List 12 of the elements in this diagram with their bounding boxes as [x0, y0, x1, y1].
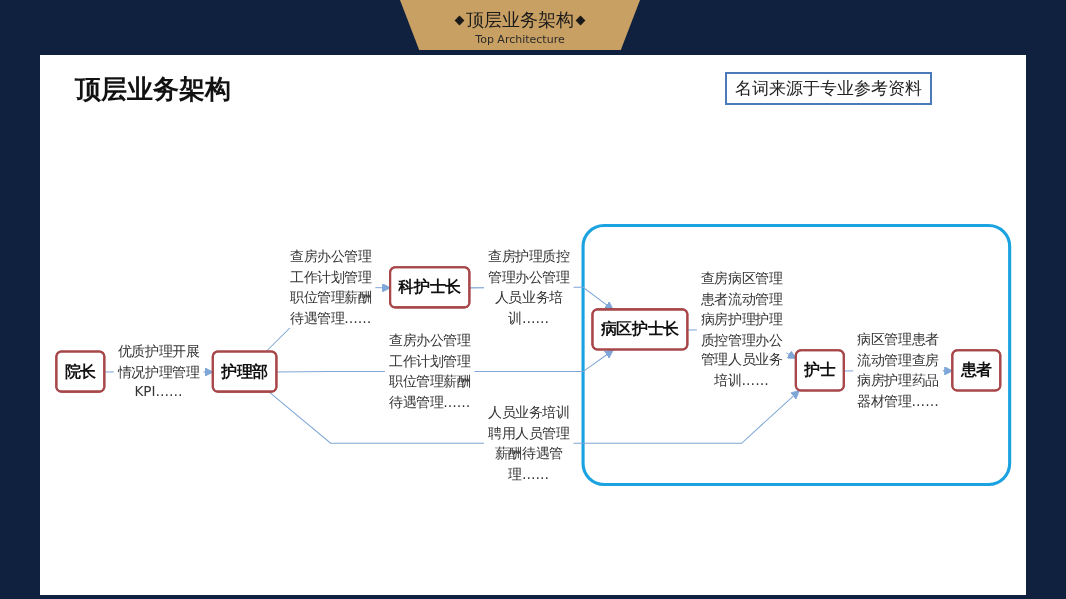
- edge-label: 优质护理开展情况护理管理KPI……: [117, 343, 200, 400]
- edge-label: 人员业务培训聘用人员管理薪酬待遇管理……: [488, 404, 570, 482]
- edge-label: 查房护理质控管理办公管理人员业务培训……: [488, 248, 570, 326]
- note-box: 名词来源于专业参考资料: [725, 72, 932, 105]
- edge-label: 病区管理患者流动管理查房病房护理药品器材管理……: [857, 331, 939, 409]
- edge-label: 查房办公管理工作计划管理职位管理薪酬待遇管理……: [289, 248, 372, 326]
- subtitle: Top Architecture: [474, 33, 566, 46]
- edge-label: 查房办公管理工作计划管理职位管理薪酬待遇管理……: [389, 332, 471, 410]
- edge-label: 查房病区管理患者流动管理病房护理护理质控管理办公管理人员业务培训……: [700, 270, 783, 388]
- cluster: [581, 223, 1012, 487]
- title: 顶层业务架构: [466, 8, 574, 32]
- heading: 顶层业务架构: [75, 73, 231, 106]
